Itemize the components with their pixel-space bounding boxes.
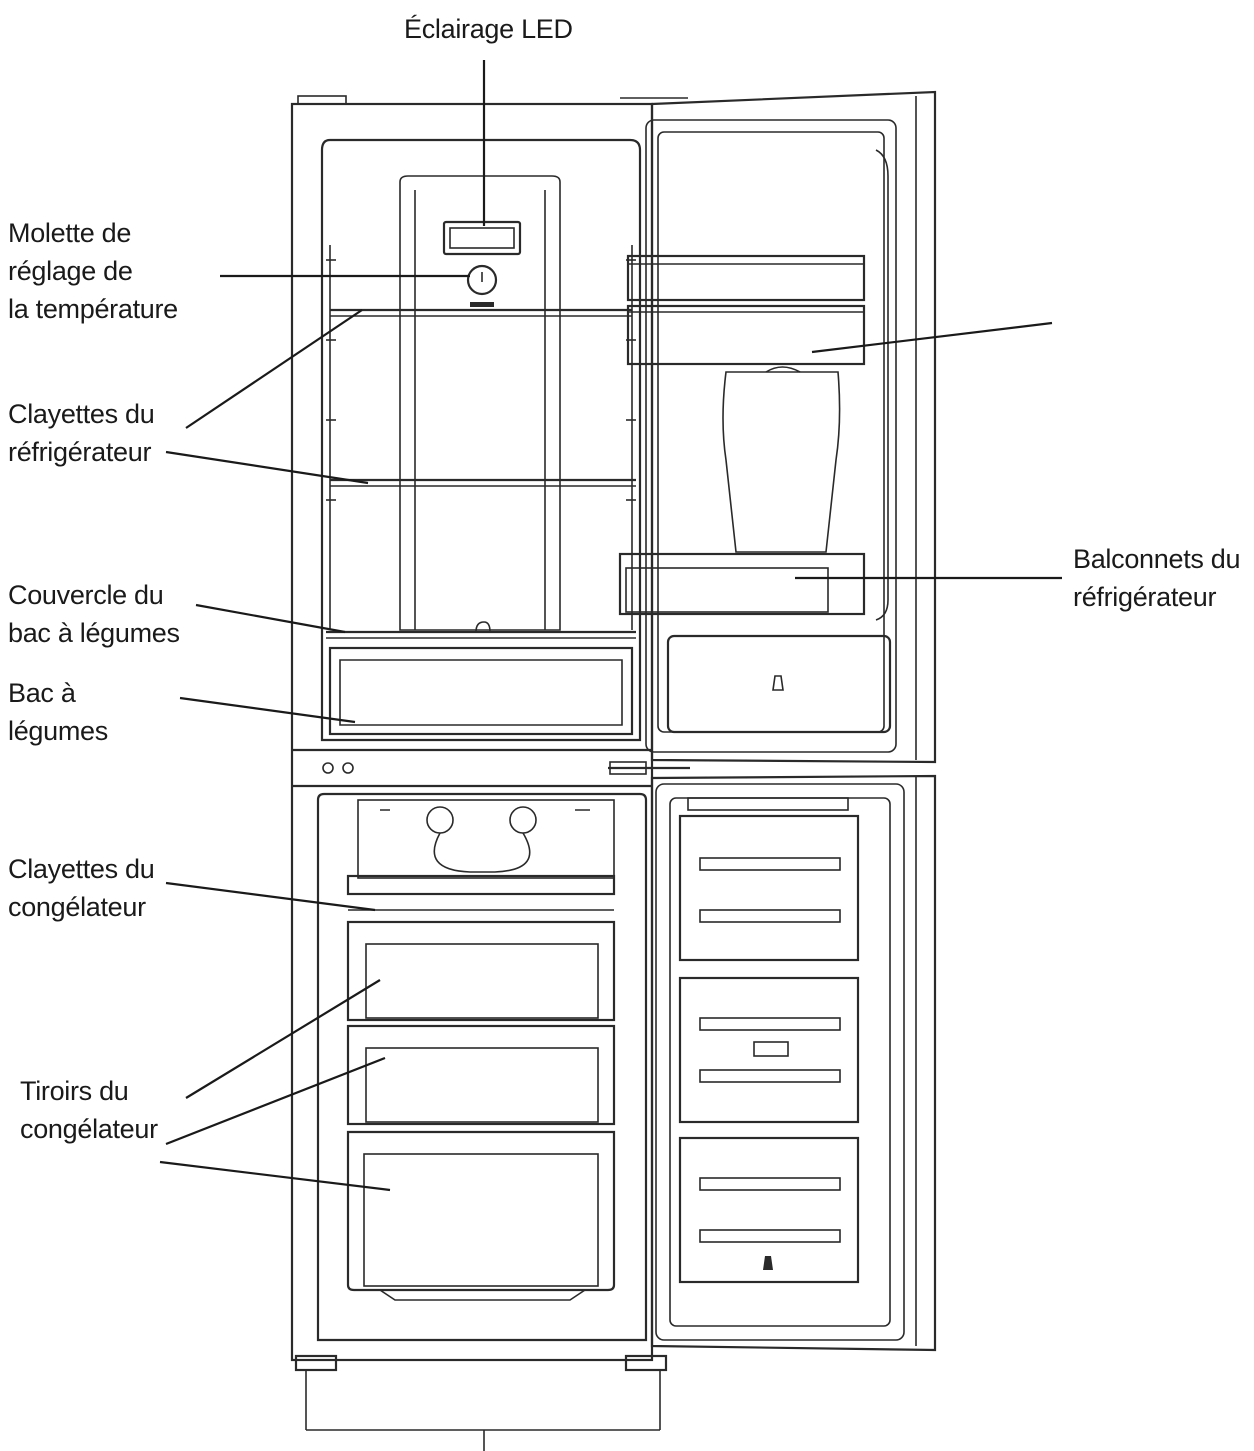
label-line: bac à légumes [8, 618, 180, 648]
freezer-door [650, 774, 937, 1352]
freezer-drawer [346, 920, 616, 1022]
crisper-drawer [328, 646, 634, 736]
freezer-shelf [346, 874, 616, 911]
freezer-door-shelf [678, 976, 860, 1124]
label-led-lighting: Éclairage LED [404, 10, 573, 48]
label-line: Molette de [8, 218, 132, 248]
label-freezer-drawers: Tiroirs du congélateur [20, 1072, 158, 1148]
label-fridge-shelves: Clayettes du réfrigérateur [8, 395, 155, 471]
label-freezer-shelves: Clayettes du congélateur [8, 850, 155, 926]
label-line: Bac à [8, 678, 76, 708]
leader-lines [159, 60, 1062, 1192]
label-door-balconies: Balconnets du réfrigérateur [1073, 540, 1241, 616]
label-line: la température [8, 294, 178, 324]
fridge-shelf [330, 308, 632, 317]
freezer-door-shelf [678, 1136, 860, 1284]
label-line: Couvercle du [8, 580, 164, 610]
freezer-drawer [346, 1130, 616, 1301]
freezer-door-shelf [678, 814, 860, 962]
door-balcony [618, 552, 866, 616]
label-crisper: Bac à légumes [8, 674, 108, 750]
fridge-shelf [330, 478, 636, 487]
label-temperature-dial: Molette de réglage de la température [8, 214, 178, 328]
label-line: Éclairage LED [404, 14, 573, 44]
label-line: réfrigérateur [1073, 582, 1217, 612]
label-line: Tiroirs du [20, 1076, 129, 1106]
label-line: Clayettes du [8, 854, 155, 884]
label-line: légumes [8, 716, 108, 746]
crisper-cover [326, 621, 636, 639]
led-light [442, 220, 522, 256]
fridge-door [608, 90, 937, 775]
label-line: congélateur [20, 1114, 158, 1144]
label-line: Balconnets du [1073, 544, 1241, 574]
label-line: réfrigérateur [8, 437, 152, 467]
fridge-cabinet [290, 95, 668, 1451]
door-balcony [626, 254, 866, 366]
temperature-dial [466, 264, 498, 296]
freezer-drawer [346, 1024, 616, 1126]
label-crisper-cover: Couvercle du bac à légumes [8, 576, 180, 652]
label-line: réglage de [8, 256, 133, 286]
label-line: congélateur [8, 892, 146, 922]
label-line: Clayettes du [8, 399, 155, 429]
